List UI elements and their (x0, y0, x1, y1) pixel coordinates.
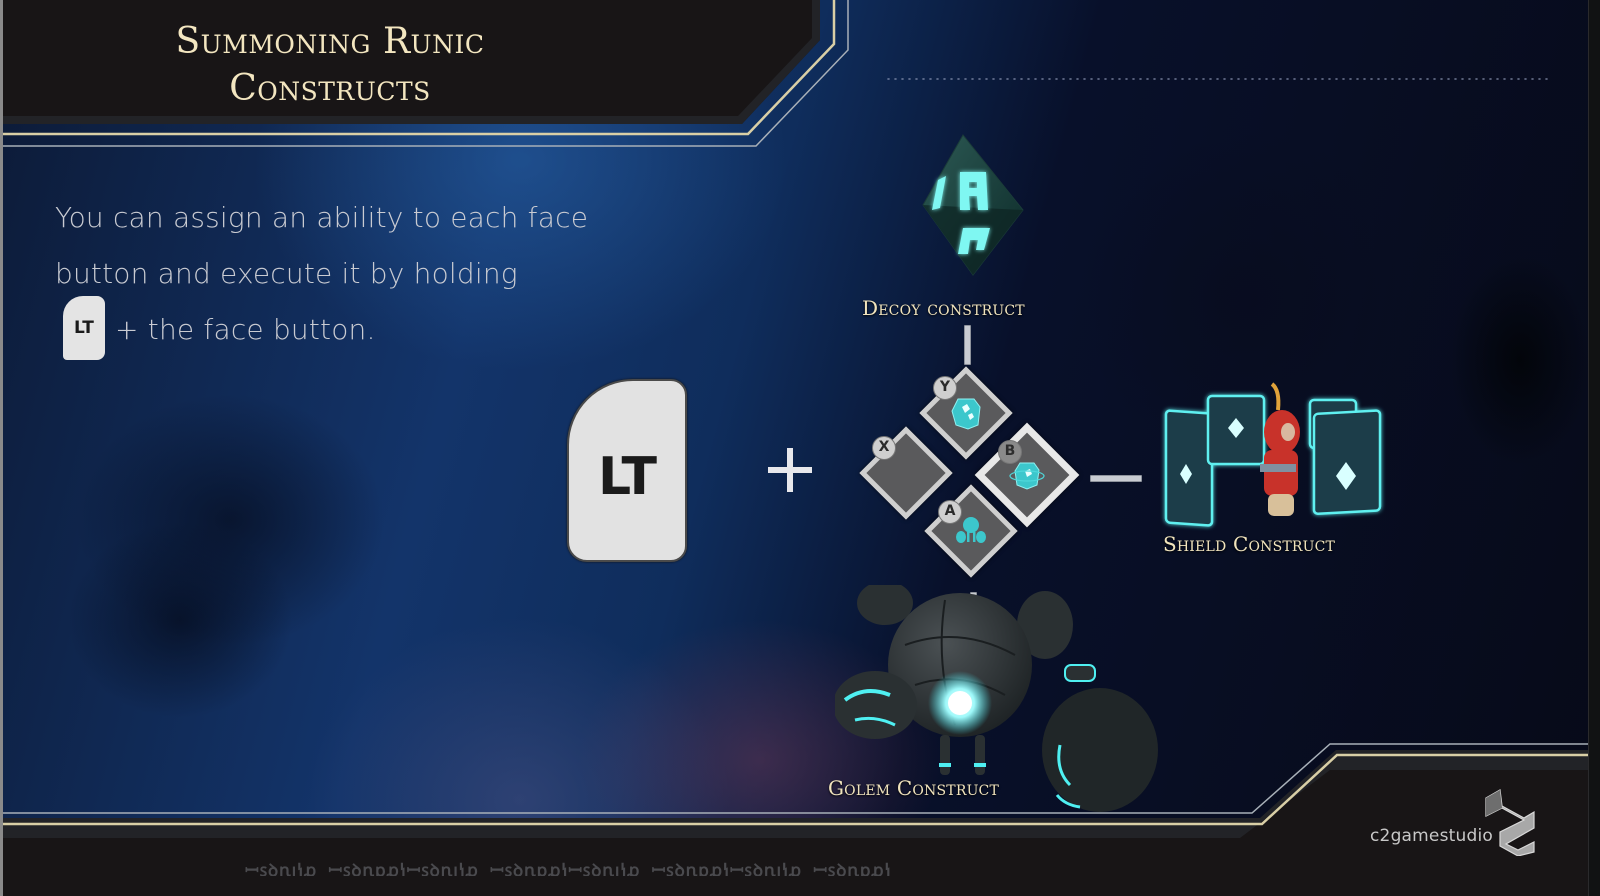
description-line-3-suffix: + the face button. (115, 313, 376, 346)
shield-orbit-icon (1009, 462, 1045, 490)
title-line-2: Constructs (229, 68, 431, 109)
footer-panel (0, 740, 1600, 896)
lt-trigger-icon: LT (567, 379, 687, 562)
header-frame (0, 0, 849, 147)
connector-decoy (964, 325, 971, 365)
face-button-a-badge: A (938, 500, 962, 524)
footer-frame (0, 743, 1600, 896)
golem-construct-label: Golem Construct (828, 776, 1000, 800)
golem-construct-image (835, 585, 1158, 812)
shield-construct-label: Shield Construct (1163, 532, 1336, 556)
connector-shield (1090, 475, 1142, 482)
decoy-construct-image (922, 134, 1024, 276)
header-panel: Summoning Runic Constructs (0, 0, 850, 160)
shield-construct-image (1164, 382, 1382, 527)
lt-trigger-label: LT (598, 447, 657, 507)
face-button-x-badge: X (872, 436, 896, 460)
lt-button-icon: LT (63, 296, 105, 360)
face-button-a-slot[interactable] (924, 484, 1018, 578)
page-title: Summoning Runic Constructs (120, 18, 540, 112)
slide-left-edge (0, 0, 3, 896)
brand-name: c2gamestudio (1370, 826, 1494, 846)
title-line-1: Summoning Runic (175, 21, 485, 62)
description-text: You can assign an ability to each face b… (55, 190, 675, 360)
face-button-y-slot[interactable] (919, 366, 1013, 460)
dotted-divider (885, 78, 1550, 80)
face-button-y-badge: Y (933, 376, 957, 400)
description-line-1: You can assign an ability to each face (55, 201, 589, 234)
golem-icon (956, 517, 986, 543)
description-line-3: LT + the face button. (55, 296, 675, 360)
slide-right-edge (1588, 0, 1600, 896)
description-line-2: button and execute it by holding (55, 257, 518, 290)
rune-text-strip: ꟷꜱꝺꞃꞁꝇꝓ ꟷꜱꝺꞃꝑꝓꝇꟷꜱꝺꞃꞁꝇꝓ ꟷꜱꝺꞃꝑꝓꝇꟷꜱꝺꞃꞁꝇꝓ ꟷꜱ… (245, 861, 892, 876)
plus-icon (768, 448, 812, 492)
face-button-b-slot[interactable] (974, 422, 1080, 528)
face-button-b-badge: B (998, 440, 1022, 464)
c2gamestudio-logo-icon (1485, 789, 1535, 856)
decoy-construct-label: Decoy construct (862, 296, 1025, 320)
decoy-crystal-icon (951, 398, 981, 430)
